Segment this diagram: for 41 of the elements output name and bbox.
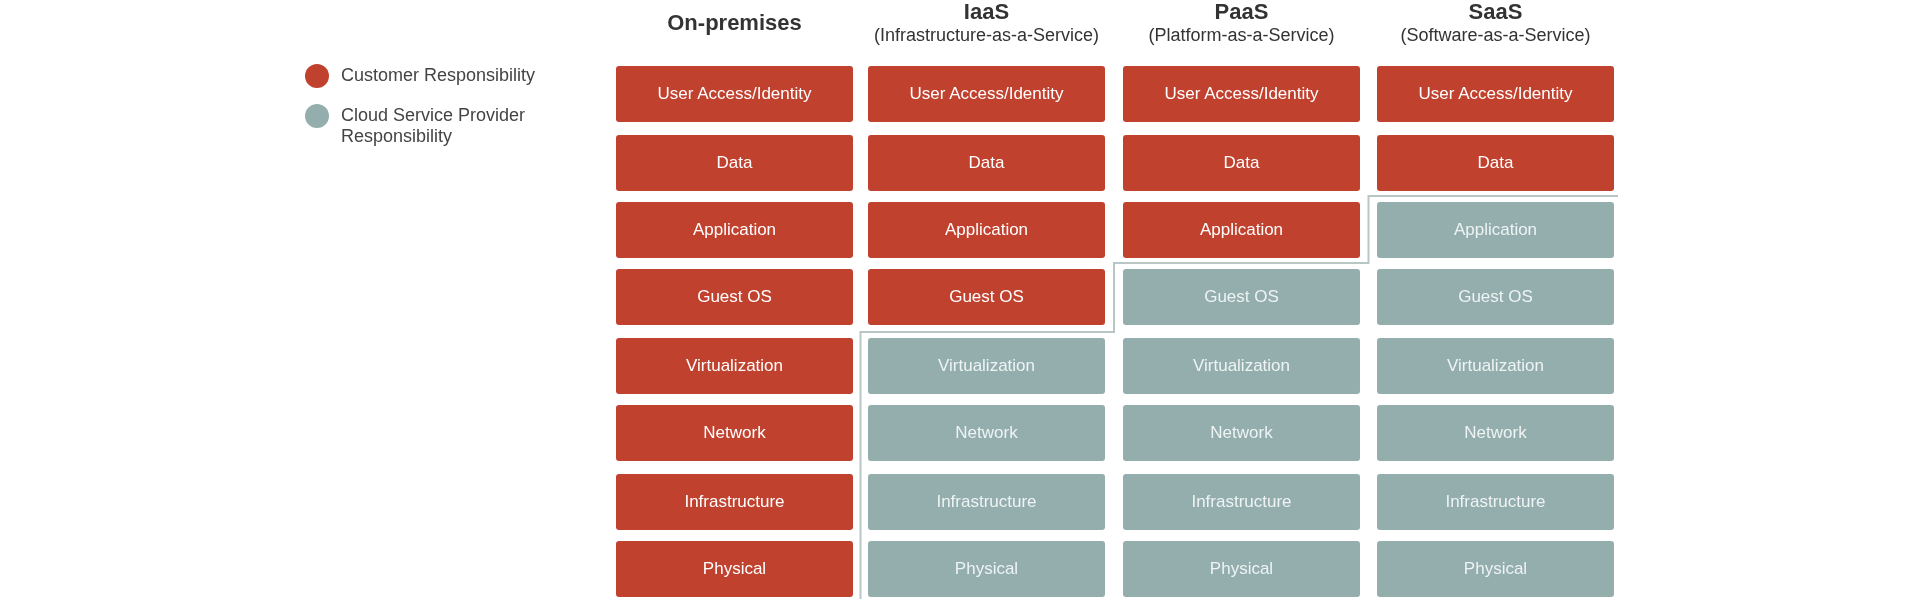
column-heading: IaaS [963,0,1010,25]
layer-box: Infrastructure [868,474,1105,530]
layer-box: Data [868,135,1105,191]
layer-box: Application [1123,202,1360,258]
column-subheading: (Platform-as-a-Service) [1148,24,1335,46]
layer-box: Data [616,135,853,191]
layer-box: Virtualization [868,338,1105,394]
layer-box: Virtualization [1123,338,1360,394]
layer-box: Infrastructure [1377,474,1614,530]
layer-box: Infrastructure [616,474,853,530]
layer-box: Network [1123,405,1360,461]
legend-text: Customer Responsibility [341,65,537,86]
layer-box: Guest OS [1377,269,1614,325]
layer-box: User Access/Identity [1123,66,1360,122]
layer-box: User Access/Identity [868,66,1105,122]
layer-box: Guest OS [1123,269,1360,325]
layer-box: Infrastructure [1123,474,1360,530]
layer-box: Physical [616,541,853,597]
layer-box: User Access/Identity [1377,66,1614,122]
layer-box: Virtualization [616,338,853,394]
column-subheading: (Infrastructure-as-a-Service) [873,24,1100,46]
legend-text: Cloud Service Provider Responsibility [341,105,527,147]
column-heading: On-premises [667,10,802,36]
layer-box: Physical [1123,541,1360,597]
layer-box: Network [1377,405,1614,461]
column-heading: PaaS [1214,0,1269,25]
layer-box: Physical [1377,541,1614,597]
layer-box: Physical [868,541,1105,597]
layer-box: Application [1377,202,1614,258]
layer-box: Guest OS [616,269,853,325]
column-heading: SaaS [1468,0,1523,25]
column-subheading: (Software-as-a-Service) [1400,24,1591,46]
layer-box: Data [1123,135,1360,191]
layer-box: Data [1377,135,1614,191]
layer-box: Network [868,405,1105,461]
layer-box: Virtualization [1377,338,1614,394]
layer-box: User Access/Identity [616,66,853,122]
layer-box: Application [868,202,1105,258]
layer-box: Network [616,405,853,461]
layer-box: Application [616,202,853,258]
layer-box: Guest OS [868,269,1105,325]
